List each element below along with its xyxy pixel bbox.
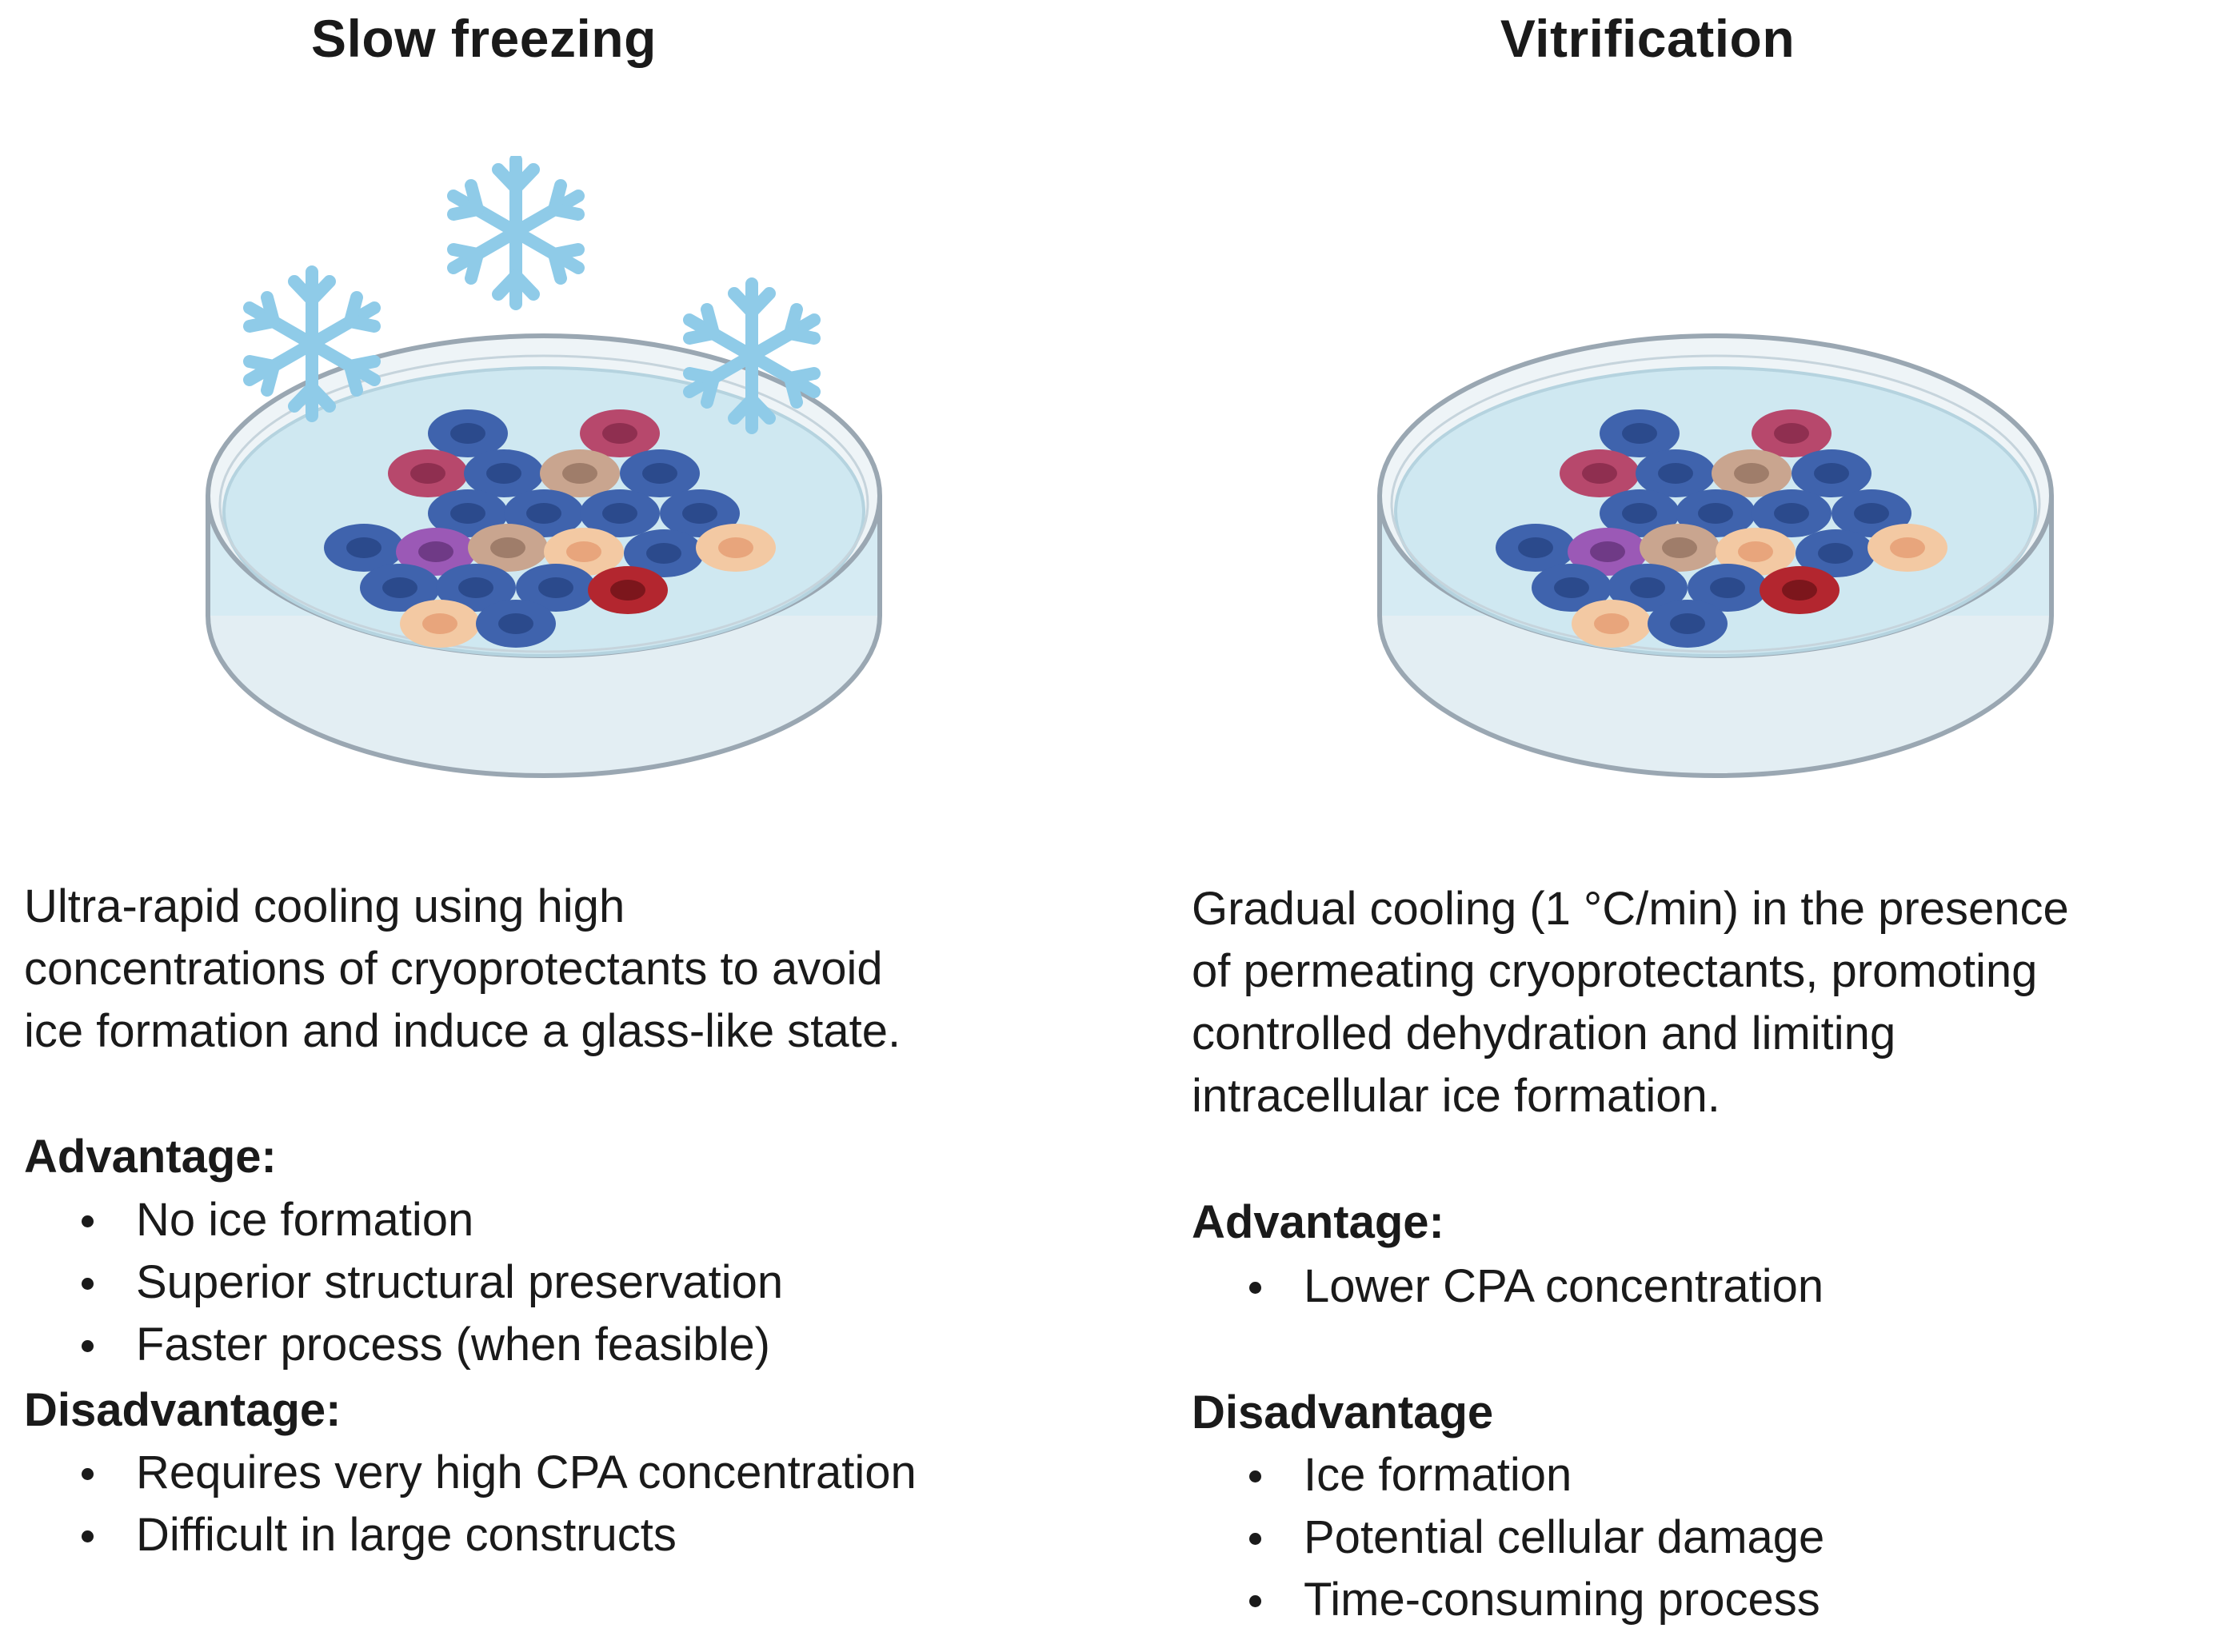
- cell: [1867, 524, 1947, 572]
- cell: [1752, 409, 1832, 457]
- cell: [324, 524, 404, 572]
- cell-cluster: [324, 409, 776, 648]
- cell: [388, 449, 468, 497]
- cell: [1600, 489, 1680, 537]
- petri-dish-slow-freezing: [184, 154, 904, 800]
- cell: [1572, 600, 1652, 648]
- list-item: Ice formation: [1192, 1444, 1824, 1506]
- cell: [660, 489, 740, 537]
- cell: [360, 564, 440, 612]
- list-item: Lower CPA concentration: [1192, 1255, 1824, 1318]
- snowflake-icon: [243, 265, 381, 422]
- advantage-list: Lower CPA concentration: [1192, 1255, 1824, 1318]
- slow-freezing-description: Ultra-rapid cooling using high concentra…: [24, 880, 901, 1057]
- cell: [1496, 524, 1576, 572]
- cell: [1688, 564, 1768, 612]
- cell: [1568, 528, 1648, 576]
- cell: [544, 528, 624, 576]
- cell: [1648, 600, 1728, 648]
- snowflake-icon: [447, 154, 585, 310]
- cell: [396, 528, 476, 576]
- cell: [620, 449, 700, 497]
- cell: [1752, 489, 1832, 537]
- cell-cluster: [1496, 409, 1947, 648]
- disadvantage-list: Ice formation Potential cellular damage …: [1192, 1444, 1824, 1631]
- cell: [476, 600, 556, 648]
- cell: [1712, 449, 1792, 497]
- list-item: Potential cellular damage: [1192, 1506, 1824, 1569]
- cell: [588, 566, 668, 614]
- list-item: No ice formation: [24, 1189, 783, 1251]
- slow-freezing-title: Slow freezing: [311, 9, 657, 68]
- petri-dish-vitrification: [1356, 156, 2075, 800]
- disadvantage-heading: Disadvantage:: [24, 1384, 342, 1436]
- cell: [1832, 489, 1911, 537]
- advantage-list: No ice formation Superior structural pre…: [24, 1189, 783, 1376]
- cell: [580, 409, 660, 457]
- cell: [1532, 564, 1612, 612]
- cell: [516, 564, 596, 612]
- petri-dish-illustration: [206, 154, 882, 778]
- disadvantage-heading: Disadvantage: [1192, 1387, 1494, 1439]
- cell: [428, 489, 508, 537]
- cell: [1608, 564, 1688, 612]
- cell: [1760, 566, 1840, 614]
- cell: [540, 449, 620, 497]
- advantage-heading: Advantage:: [24, 1131, 277, 1183]
- vitrification-title: Vitrification: [1500, 9, 1796, 68]
- cell: [1676, 489, 1756, 537]
- snowflake-icon: [683, 277, 821, 434]
- cell: [1716, 528, 1796, 576]
- petri-dish-illustration: [1377, 333, 2054, 778]
- advantage-heading: Advantage:: [1192, 1196, 1444, 1248]
- cell: [1792, 449, 1871, 497]
- cell: [400, 600, 480, 648]
- cell: [580, 489, 660, 537]
- cell: [1796, 529, 1875, 577]
- cell: [464, 449, 544, 497]
- list-item: Difficult in large constructs: [24, 1504, 917, 1566]
- disadvantage-list: Requires very high CPA concentration Dif…: [24, 1442, 917, 1566]
- cell: [1560, 449, 1640, 497]
- list-item: Faster process (when feasible): [24, 1314, 783, 1376]
- cell: [1640, 524, 1720, 572]
- vitrification-description: Gradual cooling (1 °C/min) in the presen…: [1192, 883, 2069, 1122]
- cell: [1600, 409, 1680, 457]
- list-item: Superior structural preservation: [24, 1251, 783, 1314]
- list-item: Requires very high CPA concentration: [24, 1442, 917, 1504]
- cell: [468, 524, 548, 572]
- cell: [1636, 449, 1716, 497]
- cell: [436, 564, 516, 612]
- cell: [428, 409, 508, 457]
- cell: [504, 489, 584, 537]
- cell: [624, 529, 704, 577]
- list-item: Time-consuming process: [1192, 1569, 1824, 1631]
- cell: [696, 524, 776, 572]
